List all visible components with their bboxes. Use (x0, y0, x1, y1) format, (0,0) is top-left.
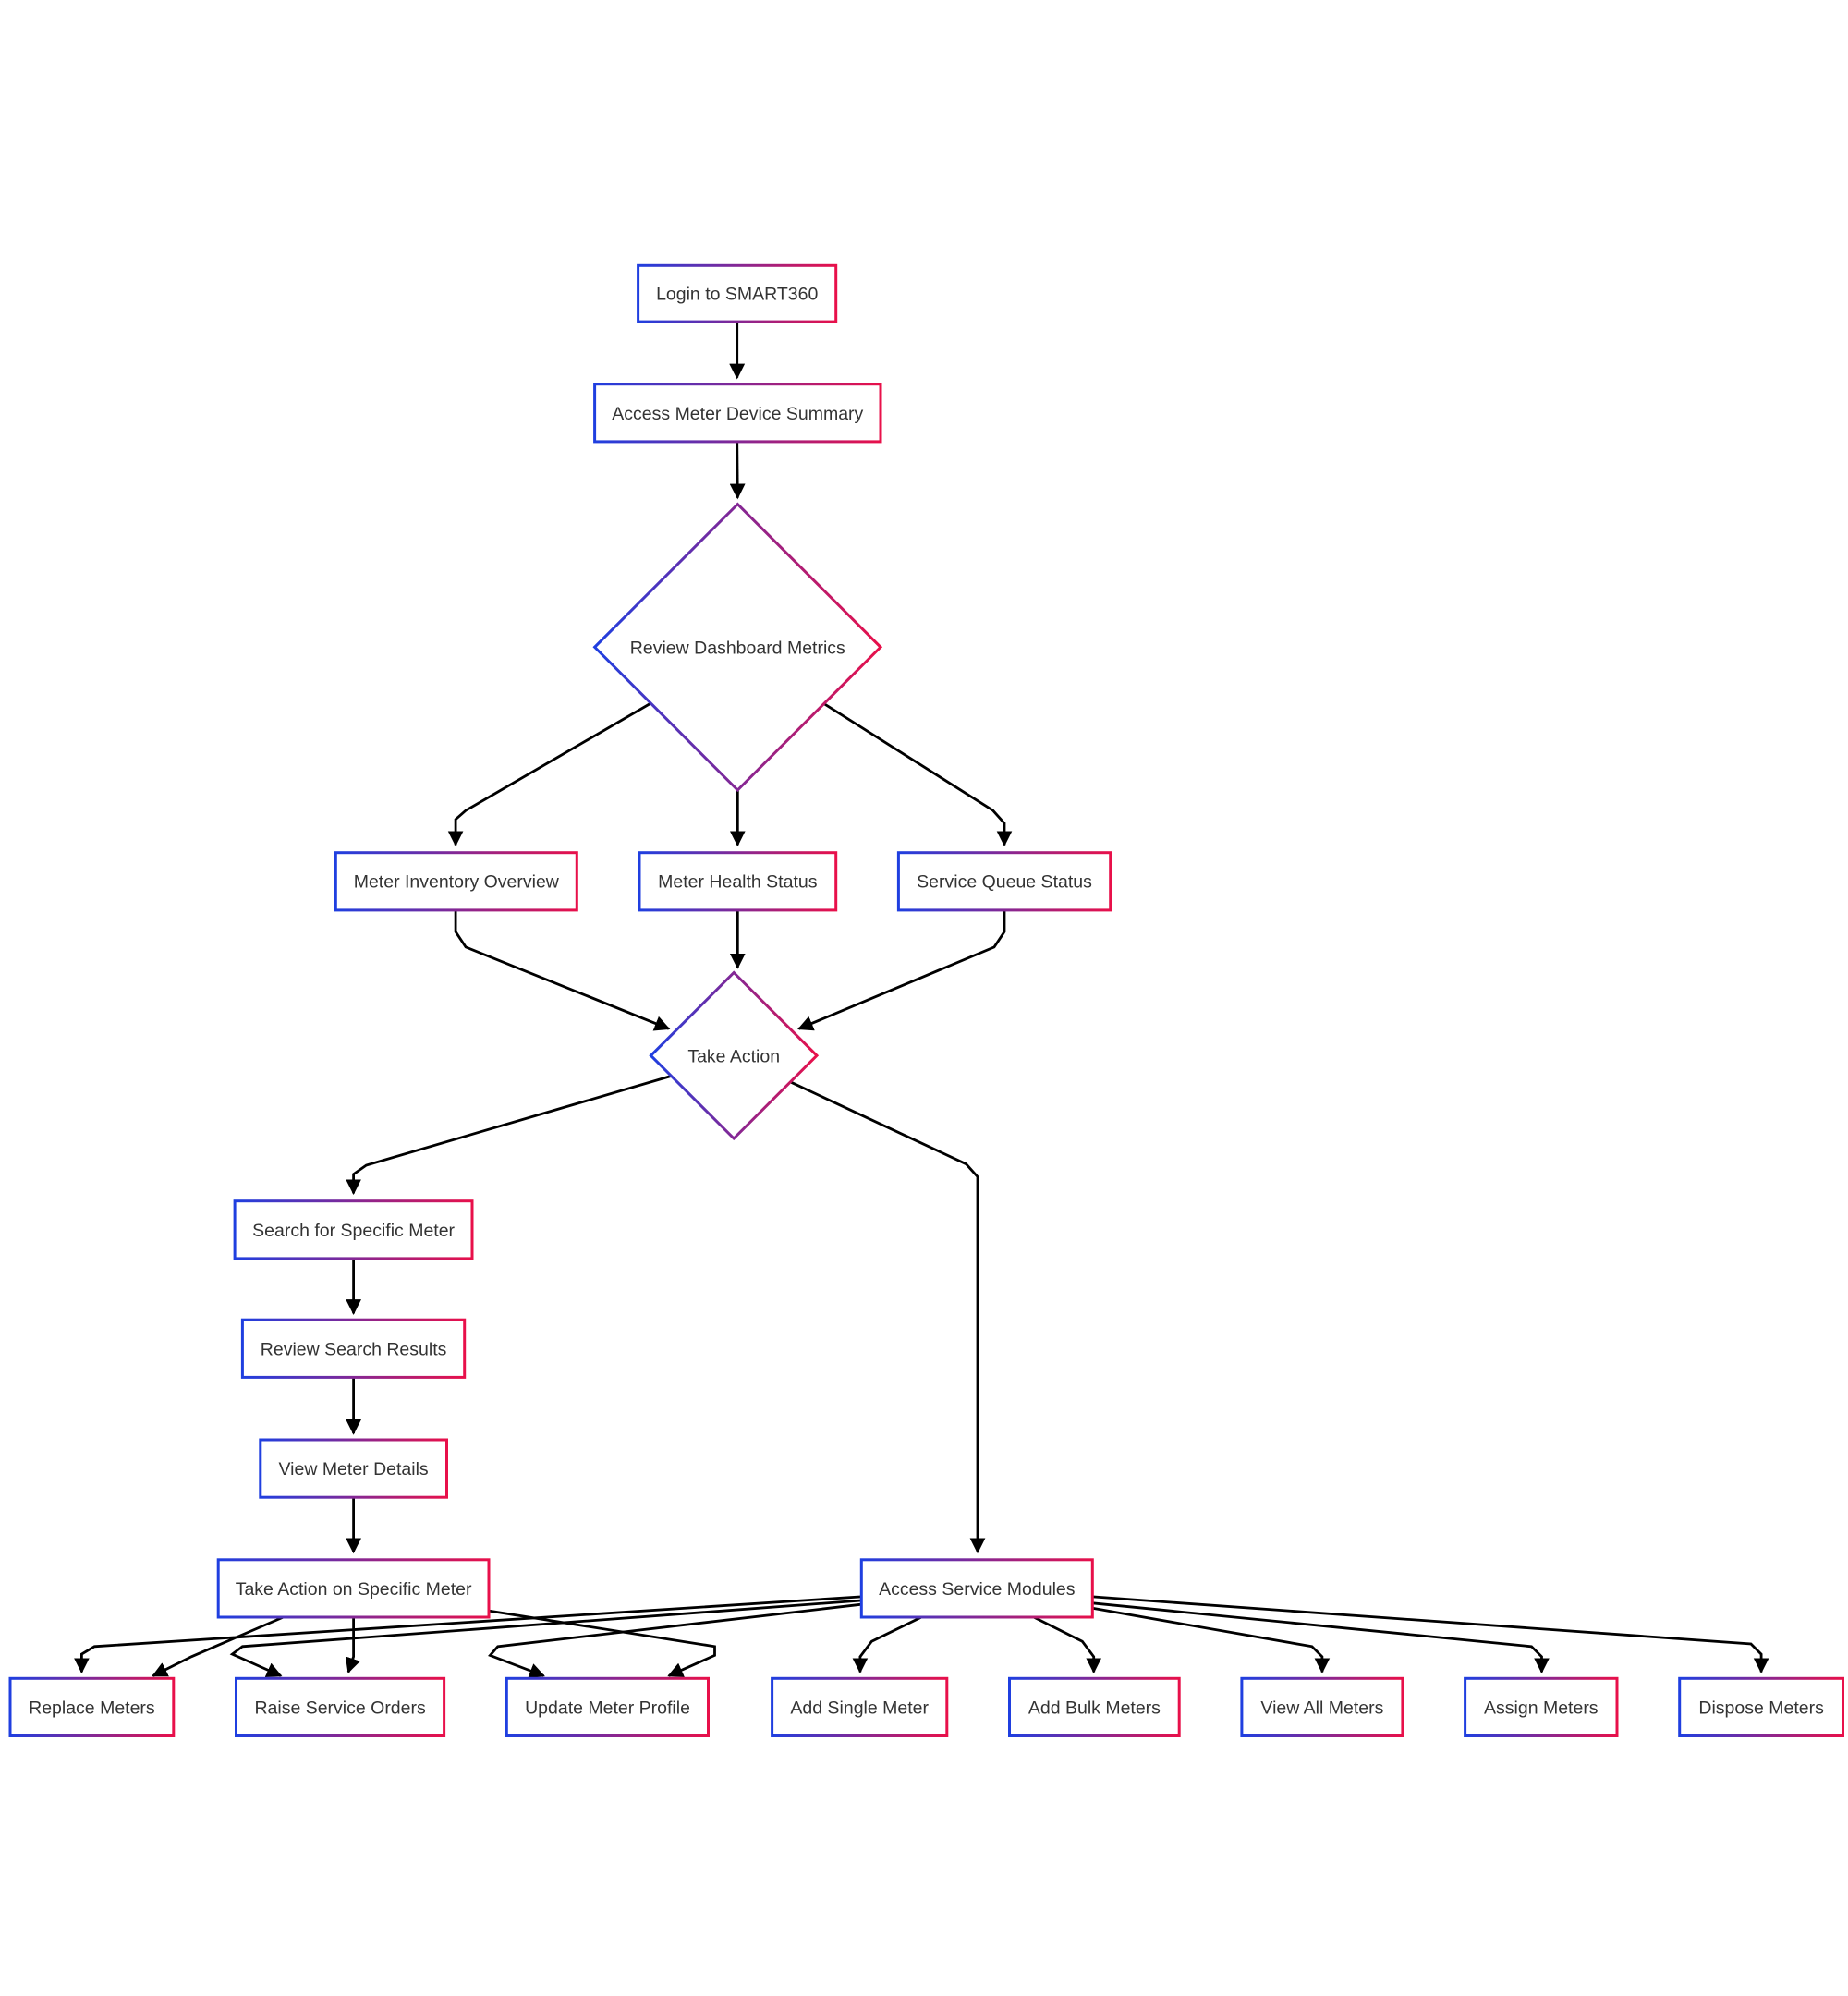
node-service_modules: Access Service Modules (859, 1558, 1094, 1619)
node-label: Access Service Modules (879, 1579, 1076, 1600)
node-login: Login to SMART360 (637, 263, 838, 323)
edge-service_modules-to-add_single (852, 1615, 922, 1674)
edge-access_summary-to-review_metrics (729, 441, 746, 500)
node-access_summary: Access Meter Device Summary (593, 383, 882, 444)
node-health: Meter Health Status (638, 851, 838, 912)
node-raise_orders: Raise Service Orders (235, 1676, 446, 1738)
process-box (240, 1318, 467, 1379)
node-replace: Replace Meters (8, 1676, 176, 1738)
edge-take_action-to-search (346, 1075, 672, 1196)
node-view_details: View Meter Details (259, 1438, 448, 1499)
node-label: Take Action on Specific Meter (236, 1579, 472, 1600)
node-label: Review Dashboard Metrics (630, 638, 845, 658)
edge-review_metrics-to-queue (822, 701, 1013, 847)
process-box (771, 1676, 949, 1738)
node-queue: Service Queue Status (896, 851, 1112, 912)
node-review_metrics: Review Dashboard Metrics (592, 502, 883, 793)
node-label: Add Bulk Meters (1028, 1698, 1161, 1718)
node-view_all: View All Meters (1240, 1676, 1404, 1738)
node-label: Search for Specific Meter (252, 1221, 455, 1241)
node-label: Take Action (687, 1046, 780, 1066)
node-label: Assign Meters (1484, 1698, 1599, 1718)
node-update_profile: Update Meter Profile (505, 1676, 710, 1738)
process-box (259, 1438, 448, 1499)
process-box (637, 263, 838, 323)
edge-review_metrics-to-inventory (447, 701, 652, 847)
edge-service_modules-to-dispose (1092, 1595, 1769, 1674)
process-box (8, 1676, 176, 1738)
process-box (859, 1558, 1094, 1619)
decision-diamond (592, 502, 883, 793)
decision-diamond (649, 970, 820, 1141)
edge-action_specific-to-update_profile (488, 1609, 716, 1678)
process-box (235, 1676, 446, 1738)
node-label: Access Meter Device Summary (612, 404, 863, 424)
edge-queue-to-take_action (797, 909, 1006, 1031)
node-action_specific: Take Action on Specific Meter (216, 1558, 491, 1619)
node-label: Add Single Meter (790, 1698, 929, 1718)
node-label: Replace Meters (29, 1698, 155, 1718)
node-label: View All Meters (1260, 1698, 1383, 1718)
node-label: Meter Inventory Overview (354, 872, 560, 893)
process-box (505, 1676, 710, 1738)
process-box (1240, 1676, 1404, 1738)
process-box (233, 1199, 474, 1260)
edge-take_action-to-service_modules (790, 1081, 986, 1554)
node-label: Service Queue Status (917, 872, 1092, 893)
edge-service_modules-to-view_all (1092, 1606, 1331, 1674)
process-box (1008, 1676, 1181, 1738)
node-label: Update Meter Profile (525, 1698, 690, 1718)
node-add_single: Add Single Meter (771, 1676, 949, 1738)
node-add_bulk: Add Bulk Meters (1008, 1676, 1181, 1738)
process-box (896, 851, 1112, 912)
node-label: Meter Health Status (658, 872, 818, 893)
edge-inventory-to-take_action (454, 909, 671, 1031)
process-box (1464, 1676, 1619, 1738)
process-box (334, 851, 578, 912)
edge-action_specific-to-raise_orders (345, 1617, 360, 1673)
edge-service_modules-to-replace (74, 1595, 862, 1674)
node-dispose: Dispose Meters (1678, 1676, 1844, 1738)
node-inventory: Meter Inventory Overview (334, 851, 578, 912)
edge-service_modules-to-assign (1092, 1601, 1550, 1674)
node-label: Raise Service Orders (254, 1698, 426, 1718)
edge-service_modules-to-add_bulk (1033, 1615, 1102, 1674)
node-label: Review Search Results (261, 1339, 447, 1359)
node-take_action: Take Action (649, 970, 820, 1141)
edge-action_specific-to-replace (152, 1615, 285, 1677)
process-box (593, 383, 882, 444)
node-review_results: Review Search Results (240, 1318, 467, 1379)
node-label: Login to SMART360 (656, 285, 818, 305)
edge-service_modules-to-update_profile (488, 1602, 862, 1678)
process-box (216, 1558, 491, 1619)
process-box (1678, 1676, 1844, 1738)
edges-layer (74, 322, 1769, 1678)
node-search: Search for Specific Meter (233, 1199, 474, 1260)
edge-service_modules-to-raise_orders (229, 1599, 862, 1678)
node-assign: Assign Meters (1464, 1676, 1619, 1738)
node-label: Dispose Meters (1698, 1698, 1824, 1718)
process-box (638, 851, 838, 912)
node-label: View Meter Details (278, 1459, 428, 1479)
